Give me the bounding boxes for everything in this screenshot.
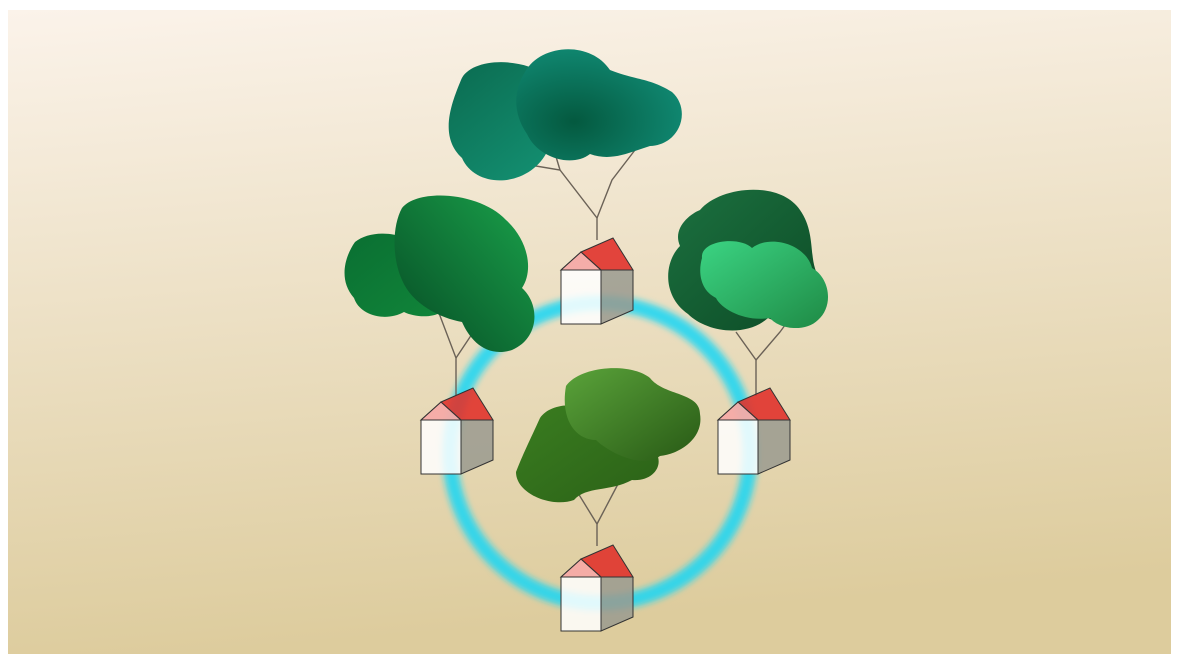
tree-icon: [668, 189, 829, 396]
tree-icon: [516, 368, 701, 546]
tree-icon: [344, 195, 535, 396]
tree-icon: [448, 49, 682, 240]
